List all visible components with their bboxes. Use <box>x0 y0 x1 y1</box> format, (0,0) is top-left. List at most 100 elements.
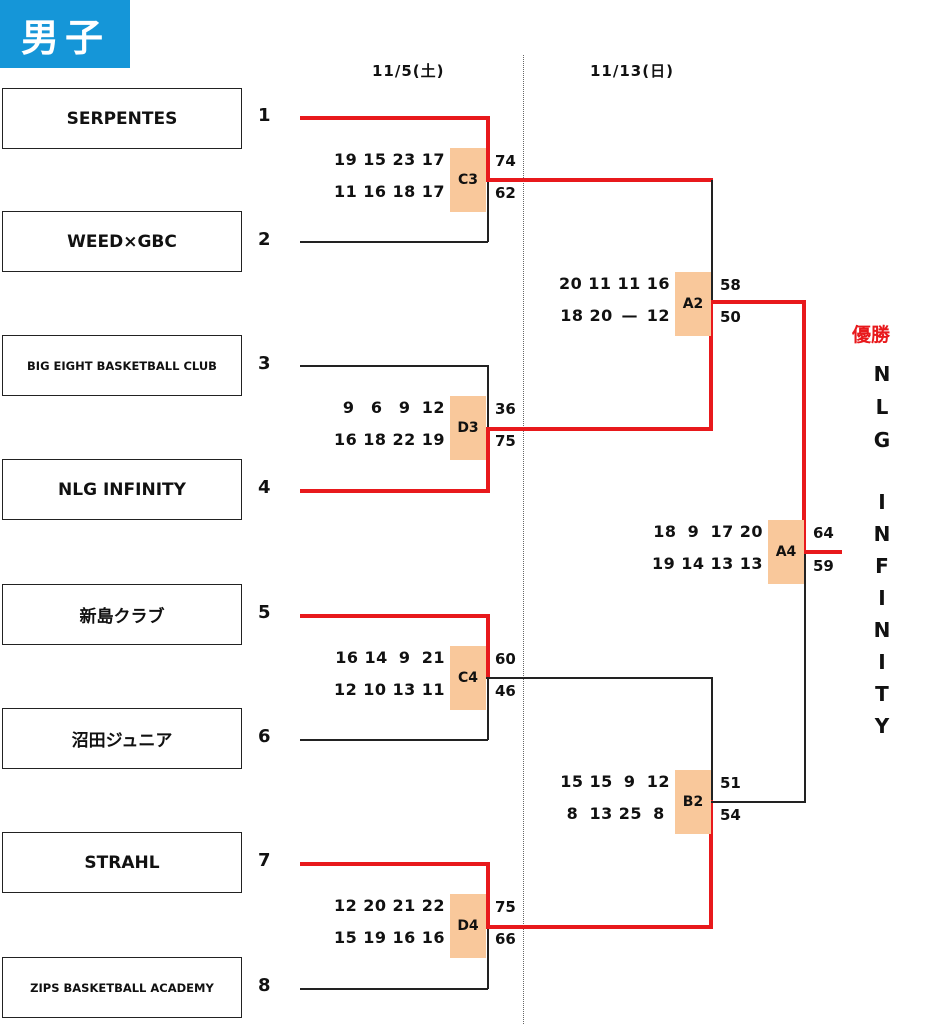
quarter-score: 16 <box>646 274 670 293</box>
quarter-score: 18 <box>653 522 677 541</box>
team-seed: 3 <box>258 353 271 374</box>
team-box: 沼田ジュニア <box>2 708 242 769</box>
champion-name-letter: I <box>878 490 886 514</box>
team-seed: 8 <box>258 975 271 996</box>
team-seed: 1 <box>258 105 271 126</box>
match-total: 64 <box>813 524 834 542</box>
bracket-line <box>487 180 489 242</box>
winner-line <box>486 116 490 181</box>
quarter-score: 13 <box>589 804 613 823</box>
quarter-score: 11 <box>588 274 612 293</box>
match-total: 75 <box>495 432 516 450</box>
quarter-score: 16 <box>421 928 445 947</box>
quarter-score: 22 <box>392 430 416 449</box>
quarter-score: 22 <box>421 896 445 915</box>
quarter-score: 12 <box>333 896 358 915</box>
quarter-score: 12 <box>646 306 670 325</box>
match-total: 74 <box>495 152 516 170</box>
quarter-score: 19 <box>421 430 445 449</box>
champion-name-letter: N <box>873 522 891 546</box>
champion-name-letter: T <box>875 682 889 706</box>
match-total: 54 <box>720 806 741 824</box>
winner-line <box>300 489 490 493</box>
bracket-line <box>300 739 488 741</box>
quarter-score: 11 <box>617 274 641 293</box>
round2-date: 11/13(日) <box>590 62 674 80</box>
champion-name-letter: I <box>878 586 886 610</box>
quarter-score: 21 <box>392 896 416 915</box>
quarter-score: 20 <box>363 896 387 915</box>
quarter-score: 16 <box>333 430 358 449</box>
quarter-scores: 16 18 22 19 <box>328 430 445 449</box>
bracket-line <box>487 678 489 740</box>
bracket-line <box>486 677 712 679</box>
match-total: 58 <box>720 276 741 294</box>
team-box: BIG EIGHT BASKETBALL CLUB <box>2 335 242 396</box>
round1-date: 11/5(土) <box>372 62 445 80</box>
quarter-score: 9 <box>398 648 411 667</box>
quarter-score: 15 <box>333 928 358 947</box>
winner-line <box>709 303 713 431</box>
quarter-score: 20 <box>589 306 613 325</box>
quarter-score: 15 <box>363 150 387 169</box>
quarter-scores: 20 11 11 16 <box>553 274 670 293</box>
quarter-score: 13 <box>739 554 763 573</box>
quarter-score: 6 <box>370 398 383 417</box>
match-total: 46 <box>495 682 516 700</box>
quarter-score: 17 <box>421 182 445 201</box>
team-box: WEED×GBC <box>2 211 242 272</box>
bracket-line <box>711 180 713 304</box>
quarter-score: 14 <box>681 554 705 573</box>
quarter-score: 15 <box>589 772 613 791</box>
quarter-score: 18 <box>560 306 584 325</box>
team-seed: 2 <box>258 229 271 250</box>
bracket-line <box>300 988 488 990</box>
winner-line <box>486 178 713 182</box>
match-label: D4 <box>450 894 486 958</box>
team-box: 新島クラブ <box>2 584 242 645</box>
quarter-score: 23 <box>392 150 416 169</box>
quarter-score: 9 <box>398 398 411 417</box>
quarter-score: 16 <box>392 928 416 947</box>
quarter-score: 8 <box>566 804 579 823</box>
match-label: B2 <box>675 770 711 834</box>
winner-line <box>486 925 713 929</box>
bracket-line <box>487 926 489 989</box>
champion-name-letter: L <box>875 395 889 419</box>
team-seed: 4 <box>258 477 271 498</box>
team-box: SERPENTES <box>2 88 242 149</box>
match-total: 50 <box>720 308 741 326</box>
quarter-score: 18 <box>363 430 387 449</box>
quarter-score: 19 <box>651 554 676 573</box>
bracket-line <box>300 241 488 243</box>
bracket-line <box>711 677 713 802</box>
winner-line <box>486 614 490 679</box>
bracket-line <box>804 553 806 802</box>
champion-name-letter: N <box>873 362 891 386</box>
quarter-score: 20 <box>558 274 583 293</box>
quarter-score: 17 <box>421 150 445 169</box>
match-total: 75 <box>495 898 516 916</box>
category-badge: 男子 <box>0 0 130 68</box>
winner-line <box>709 300 806 304</box>
team-seed: 5 <box>258 602 271 623</box>
match-total: 60 <box>495 650 516 668</box>
match-label: D3 <box>450 396 486 460</box>
match-total: 51 <box>720 774 741 792</box>
quarter-score: 21 <box>421 648 445 667</box>
quarter-score: 20 <box>739 522 763 541</box>
quarter-score: 25 <box>618 804 642 823</box>
date-divider <box>523 55 524 1024</box>
bracket-line <box>300 365 488 367</box>
match-total: 36 <box>495 400 516 418</box>
team-box: ZIPS BASKETBALL ACADEMY <box>2 957 242 1018</box>
quarter-score: 12 <box>333 680 358 699</box>
quarter-score: 11 <box>421 680 445 699</box>
team-seed: 7 <box>258 850 271 871</box>
